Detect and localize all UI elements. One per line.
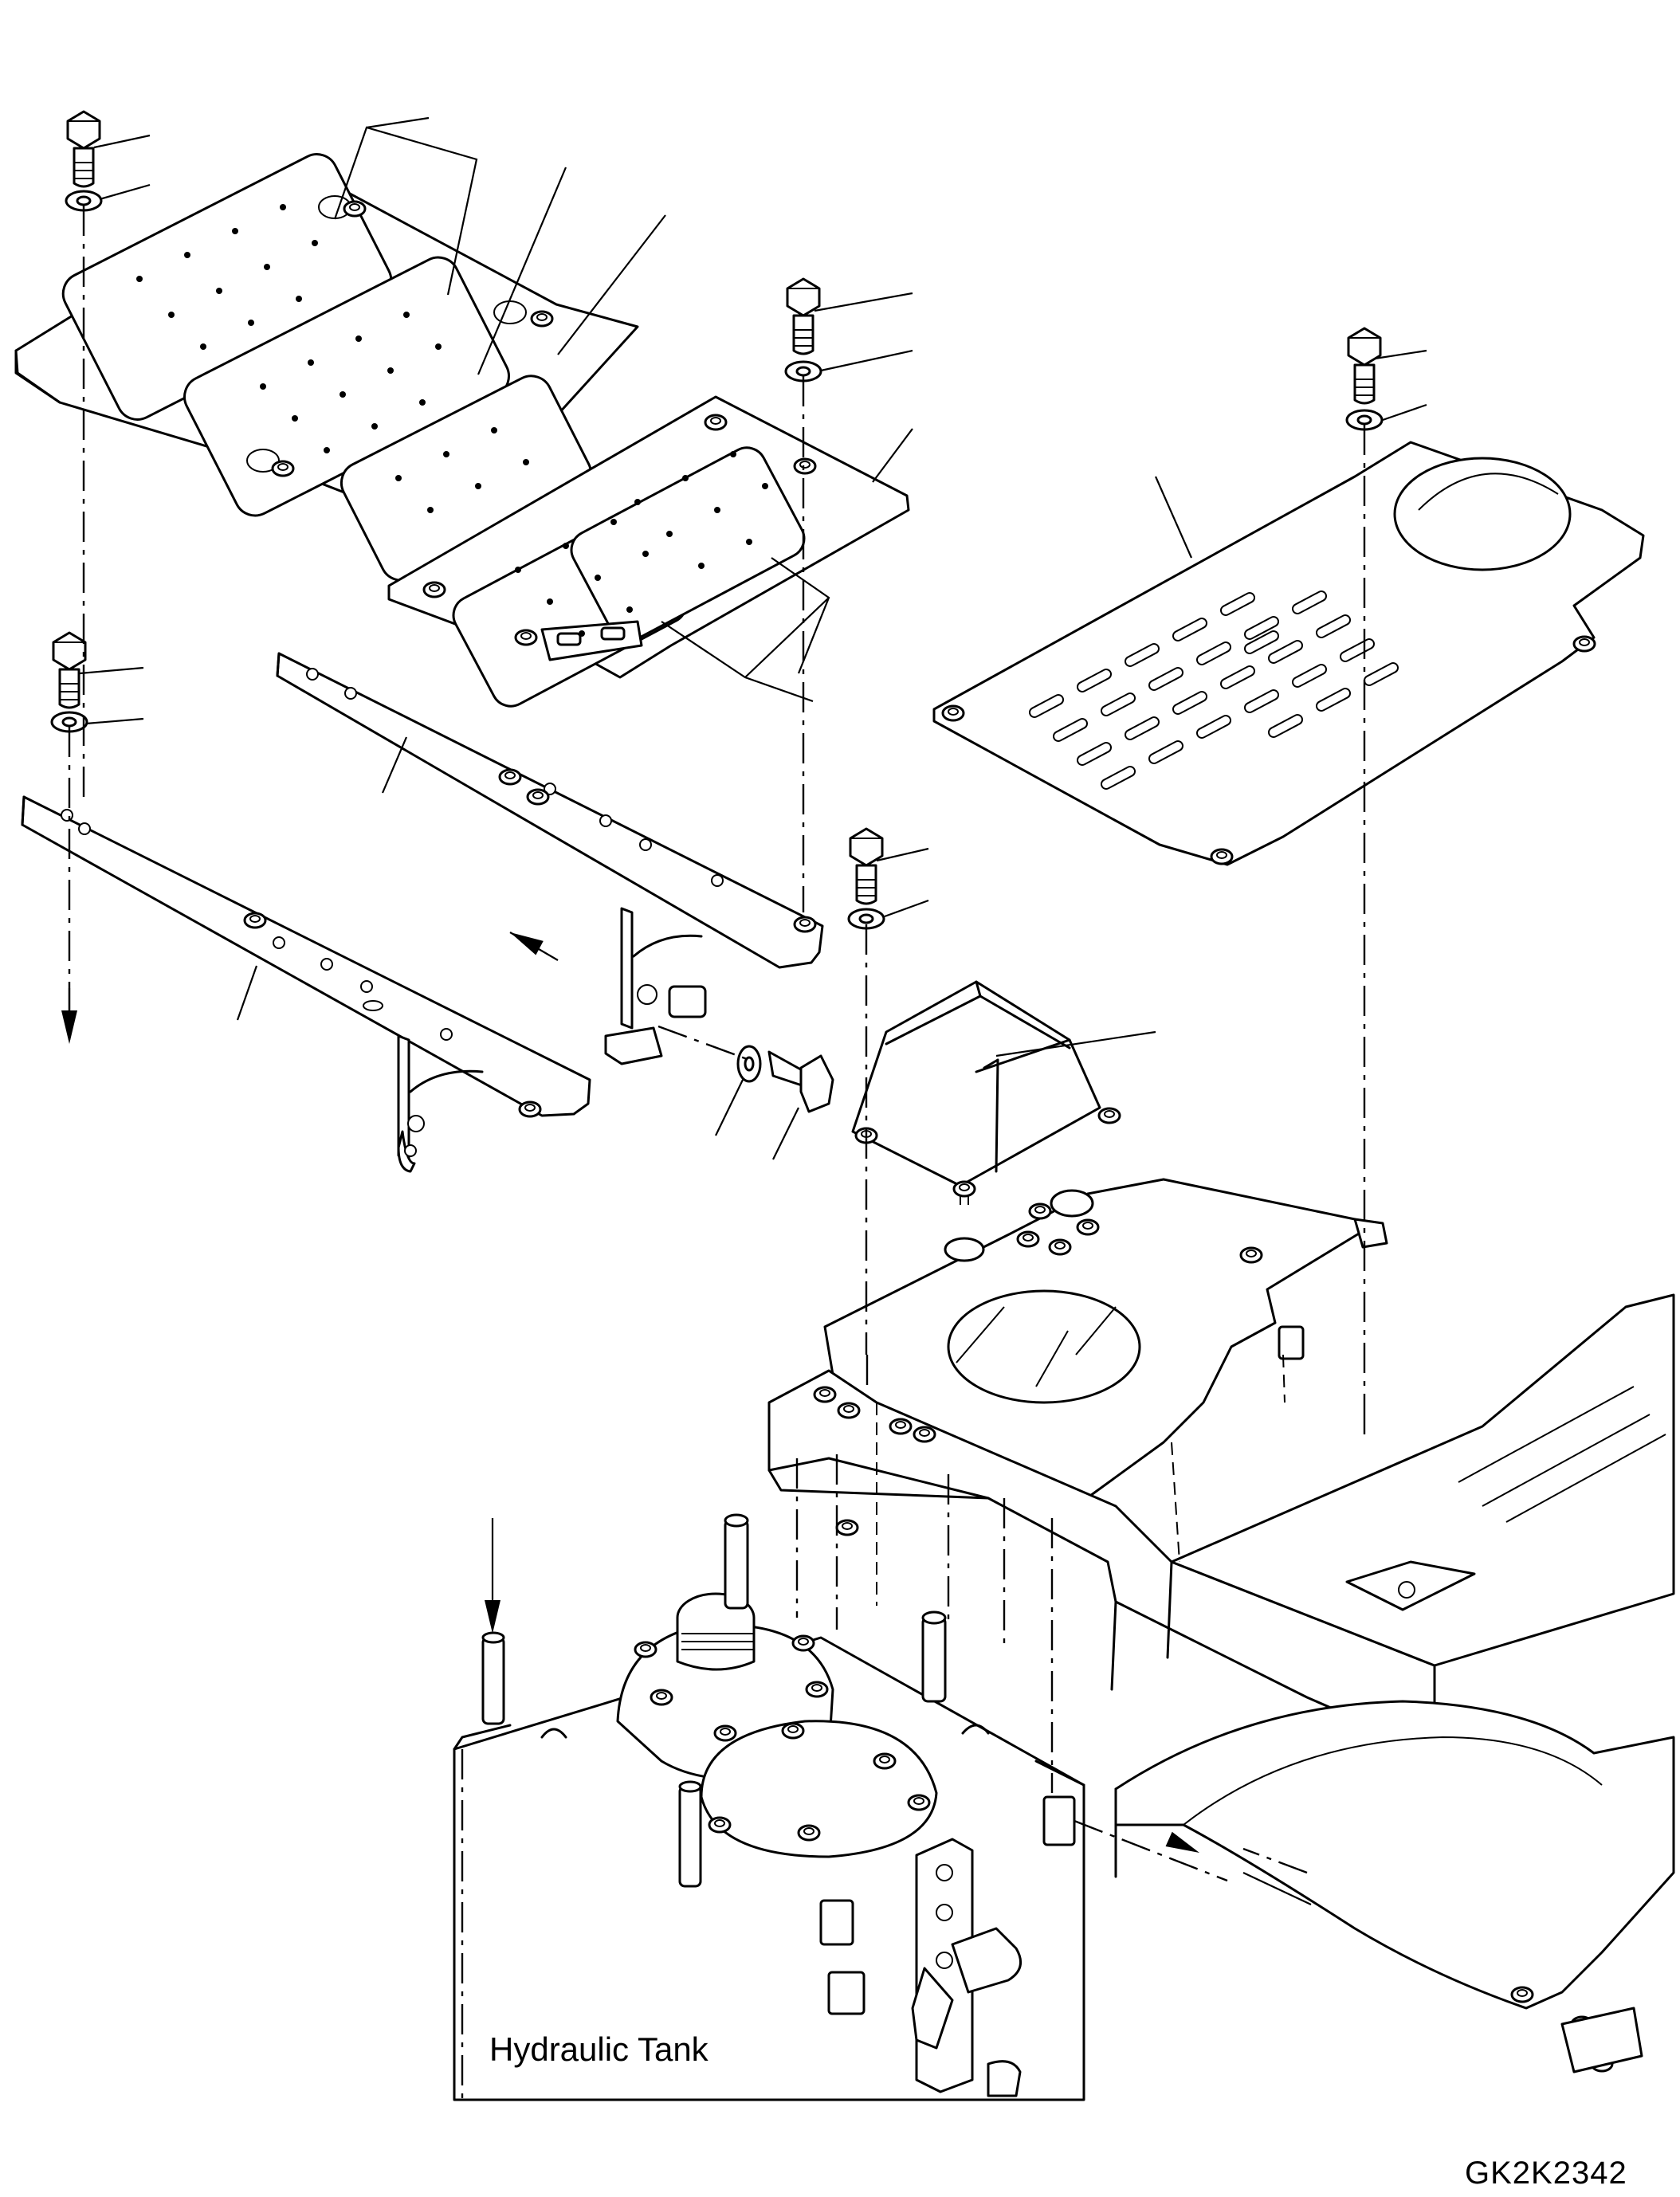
cover-box [851, 980, 1121, 1205]
hydraulic-tank [453, 1513, 1085, 2101]
direction-arrows [61, 925, 1312, 1905]
bolt-left-mid [50, 631, 88, 733]
drawing-code: GK2K2342 [1465, 2156, 1627, 2191]
bolt-cover [1345, 327, 1384, 431]
bolt-top-left [65, 110, 103, 212]
vent-slots [1028, 590, 1399, 790]
left-floor-plate [14, 153, 639, 582]
vented-cover [932, 441, 1645, 866]
bolt-middle-plate [784, 277, 822, 383]
hidden-edges [876, 1354, 1286, 1606]
hydraulic-tank-label: Hydraulic Tank [489, 2030, 709, 2068]
perforation-pattern-middle [515, 451, 768, 637]
perforation-pattern-left [136, 204, 529, 513]
assembly-centerlines [68, 206, 1366, 2101]
bolt-bar-side [736, 1045, 834, 1113]
side-chute [1114, 1700, 1675, 2073]
leader-lines [79, 116, 1427, 1160]
tank-valve-block [819, 1838, 1023, 2097]
support-frame [767, 1293, 1675, 1755]
bolt-box [847, 827, 885, 930]
lower-mounting-bar [21, 795, 591, 1173]
middle-floor-plate [387, 395, 910, 708]
upper-mounting-bar [276, 652, 824, 1065]
